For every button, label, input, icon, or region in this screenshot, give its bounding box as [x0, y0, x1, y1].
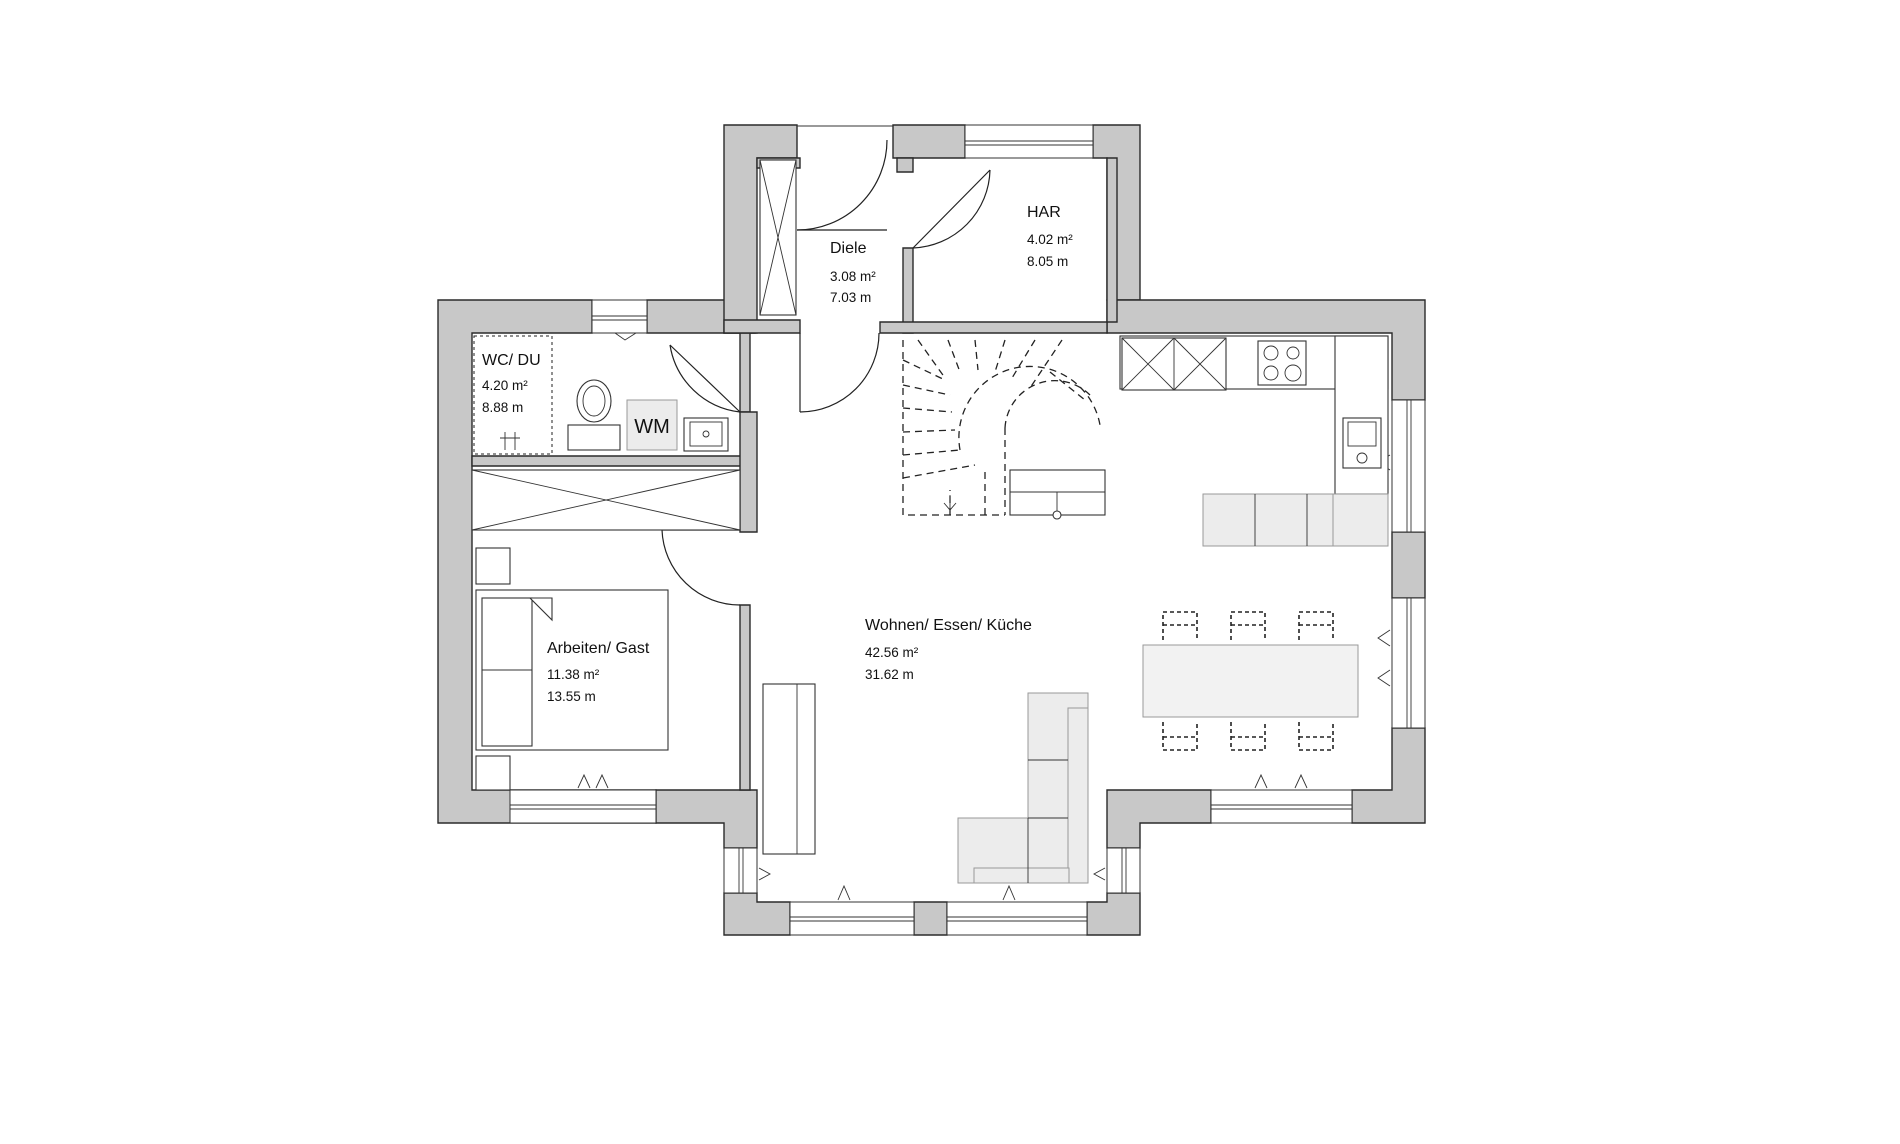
room-name-arbeiten: Arbeiten/ Gast — [547, 640, 650, 657]
wc-fixtures: WM — [473, 335, 729, 455]
wall-diele-bottom — [723, 319, 801, 334]
wall-har-right — [1106, 157, 1118, 323]
wardrobes — [471, 159, 797, 531]
room-label-arbeiten: Arbeiten/ Gast 11.38 m² 13.55 m — [547, 640, 650, 704]
bedroom-furniture — [475, 547, 669, 791]
room-perimeter-diele: 7.03 m — [830, 290, 871, 305]
toilet-icon — [567, 424, 621, 451]
washing-machine-label: WM — [634, 416, 670, 438]
wall-wc-right — [739, 332, 751, 413]
room-name-wc: WC/ DU — [482, 352, 541, 369]
window-essen — [1210, 789, 1353, 824]
wall-right-bottom — [1351, 727, 1426, 824]
wall-bay-mid — [913, 901, 948, 936]
window-wc — [591, 299, 648, 334]
room-area-wc: 4.20 m² — [482, 378, 528, 393]
staircase — [902, 339, 1106, 520]
window-bay-bottom-left — [789, 901, 915, 936]
wall-gast-right-mid — [739, 411, 758, 533]
room-perimeter-har: 8.05 m — [1027, 254, 1068, 269]
room-name-wohnen: Wohnen/ Essen/ Küche — [865, 617, 1032, 634]
room-perimeter-wohnen: 31.62 m — [865, 667, 914, 682]
windows — [509, 124, 1426, 936]
wall-bottom-right-mid — [1106, 789, 1212, 849]
wall-bay-left — [723, 892, 791, 936]
wall-tower-top-mid — [892, 124, 966, 159]
washing-machine — [626, 399, 678, 451]
room-perimeter-arbeiten: 13.55 m — [547, 689, 596, 704]
wc-sink-icon — [683, 417, 729, 452]
shower-tray — [473, 335, 553, 455]
wall-stair-top — [879, 321, 1108, 334]
room-area-arbeiten: 11.38 m² — [547, 667, 600, 682]
room-label-har: HAR 4.02 m² 8.05 m — [1027, 204, 1073, 269]
wall-har-stub — [896, 157, 914, 173]
window-bay-bottom-right — [946, 901, 1088, 936]
interior-walls — [471, 157, 1118, 791]
room-label-wc: WC/ DU 4.20 m² 8.88 m — [482, 352, 541, 415]
window-har — [964, 124, 1094, 159]
wall-har-left — [902, 247, 914, 334]
stair-lower-flight — [1009, 469, 1106, 516]
room-area-wohnen: 42.56 m² — [865, 645, 919, 660]
window-bay-right-side — [1106, 847, 1141, 894]
room-labels: Diele 3.08 m² 7.03 m HAR 4.02 m² 8.05 m … — [482, 204, 1073, 704]
kitchen-sink-icon — [1342, 417, 1382, 469]
sideboard — [762, 683, 816, 855]
kitchen — [1119, 335, 1389, 547]
nightstand-top — [475, 547, 511, 585]
window-kitchen-right — [1391, 399, 1426, 533]
window-bay-left-side — [723, 847, 758, 894]
room-label-diele: Diele 3.08 m² 7.03 m — [830, 240, 876, 305]
window-dining-right — [1391, 597, 1426, 729]
wall-bottom-left-mid — [655, 789, 758, 849]
room-area-diele: 3.08 m² — [830, 269, 876, 284]
room-name-diele: Diele — [830, 240, 867, 257]
dining-furniture — [1142, 611, 1359, 751]
exterior-walls — [437, 124, 1426, 936]
room-name-har: HAR — [1027, 204, 1061, 221]
room-area-har: 4.02 m² — [1027, 232, 1073, 247]
wall-wc-bottom — [471, 455, 751, 467]
dining-table — [1142, 644, 1359, 718]
wall-gast-right-lower — [739, 604, 751, 791]
room-perimeter-wc: 8.88 m — [482, 400, 523, 415]
room-label-wohnen: Wohnen/ Essen/ Küche 42.56 m² 31.62 m — [865, 617, 1032, 682]
kitchen-counter-front — [1332, 493, 1389, 547]
living-furniture — [762, 683, 1089, 884]
wall-bay-right — [1086, 892, 1141, 936]
nightstand-bottom — [475, 755, 511, 791]
window-arbeiten — [509, 789, 657, 824]
dining-chairs — [1162, 611, 1334, 751]
kitchen-island — [1202, 493, 1334, 547]
wall-right-pier — [1391, 531, 1426, 599]
kitchen-counter-right — [1334, 335, 1389, 495]
